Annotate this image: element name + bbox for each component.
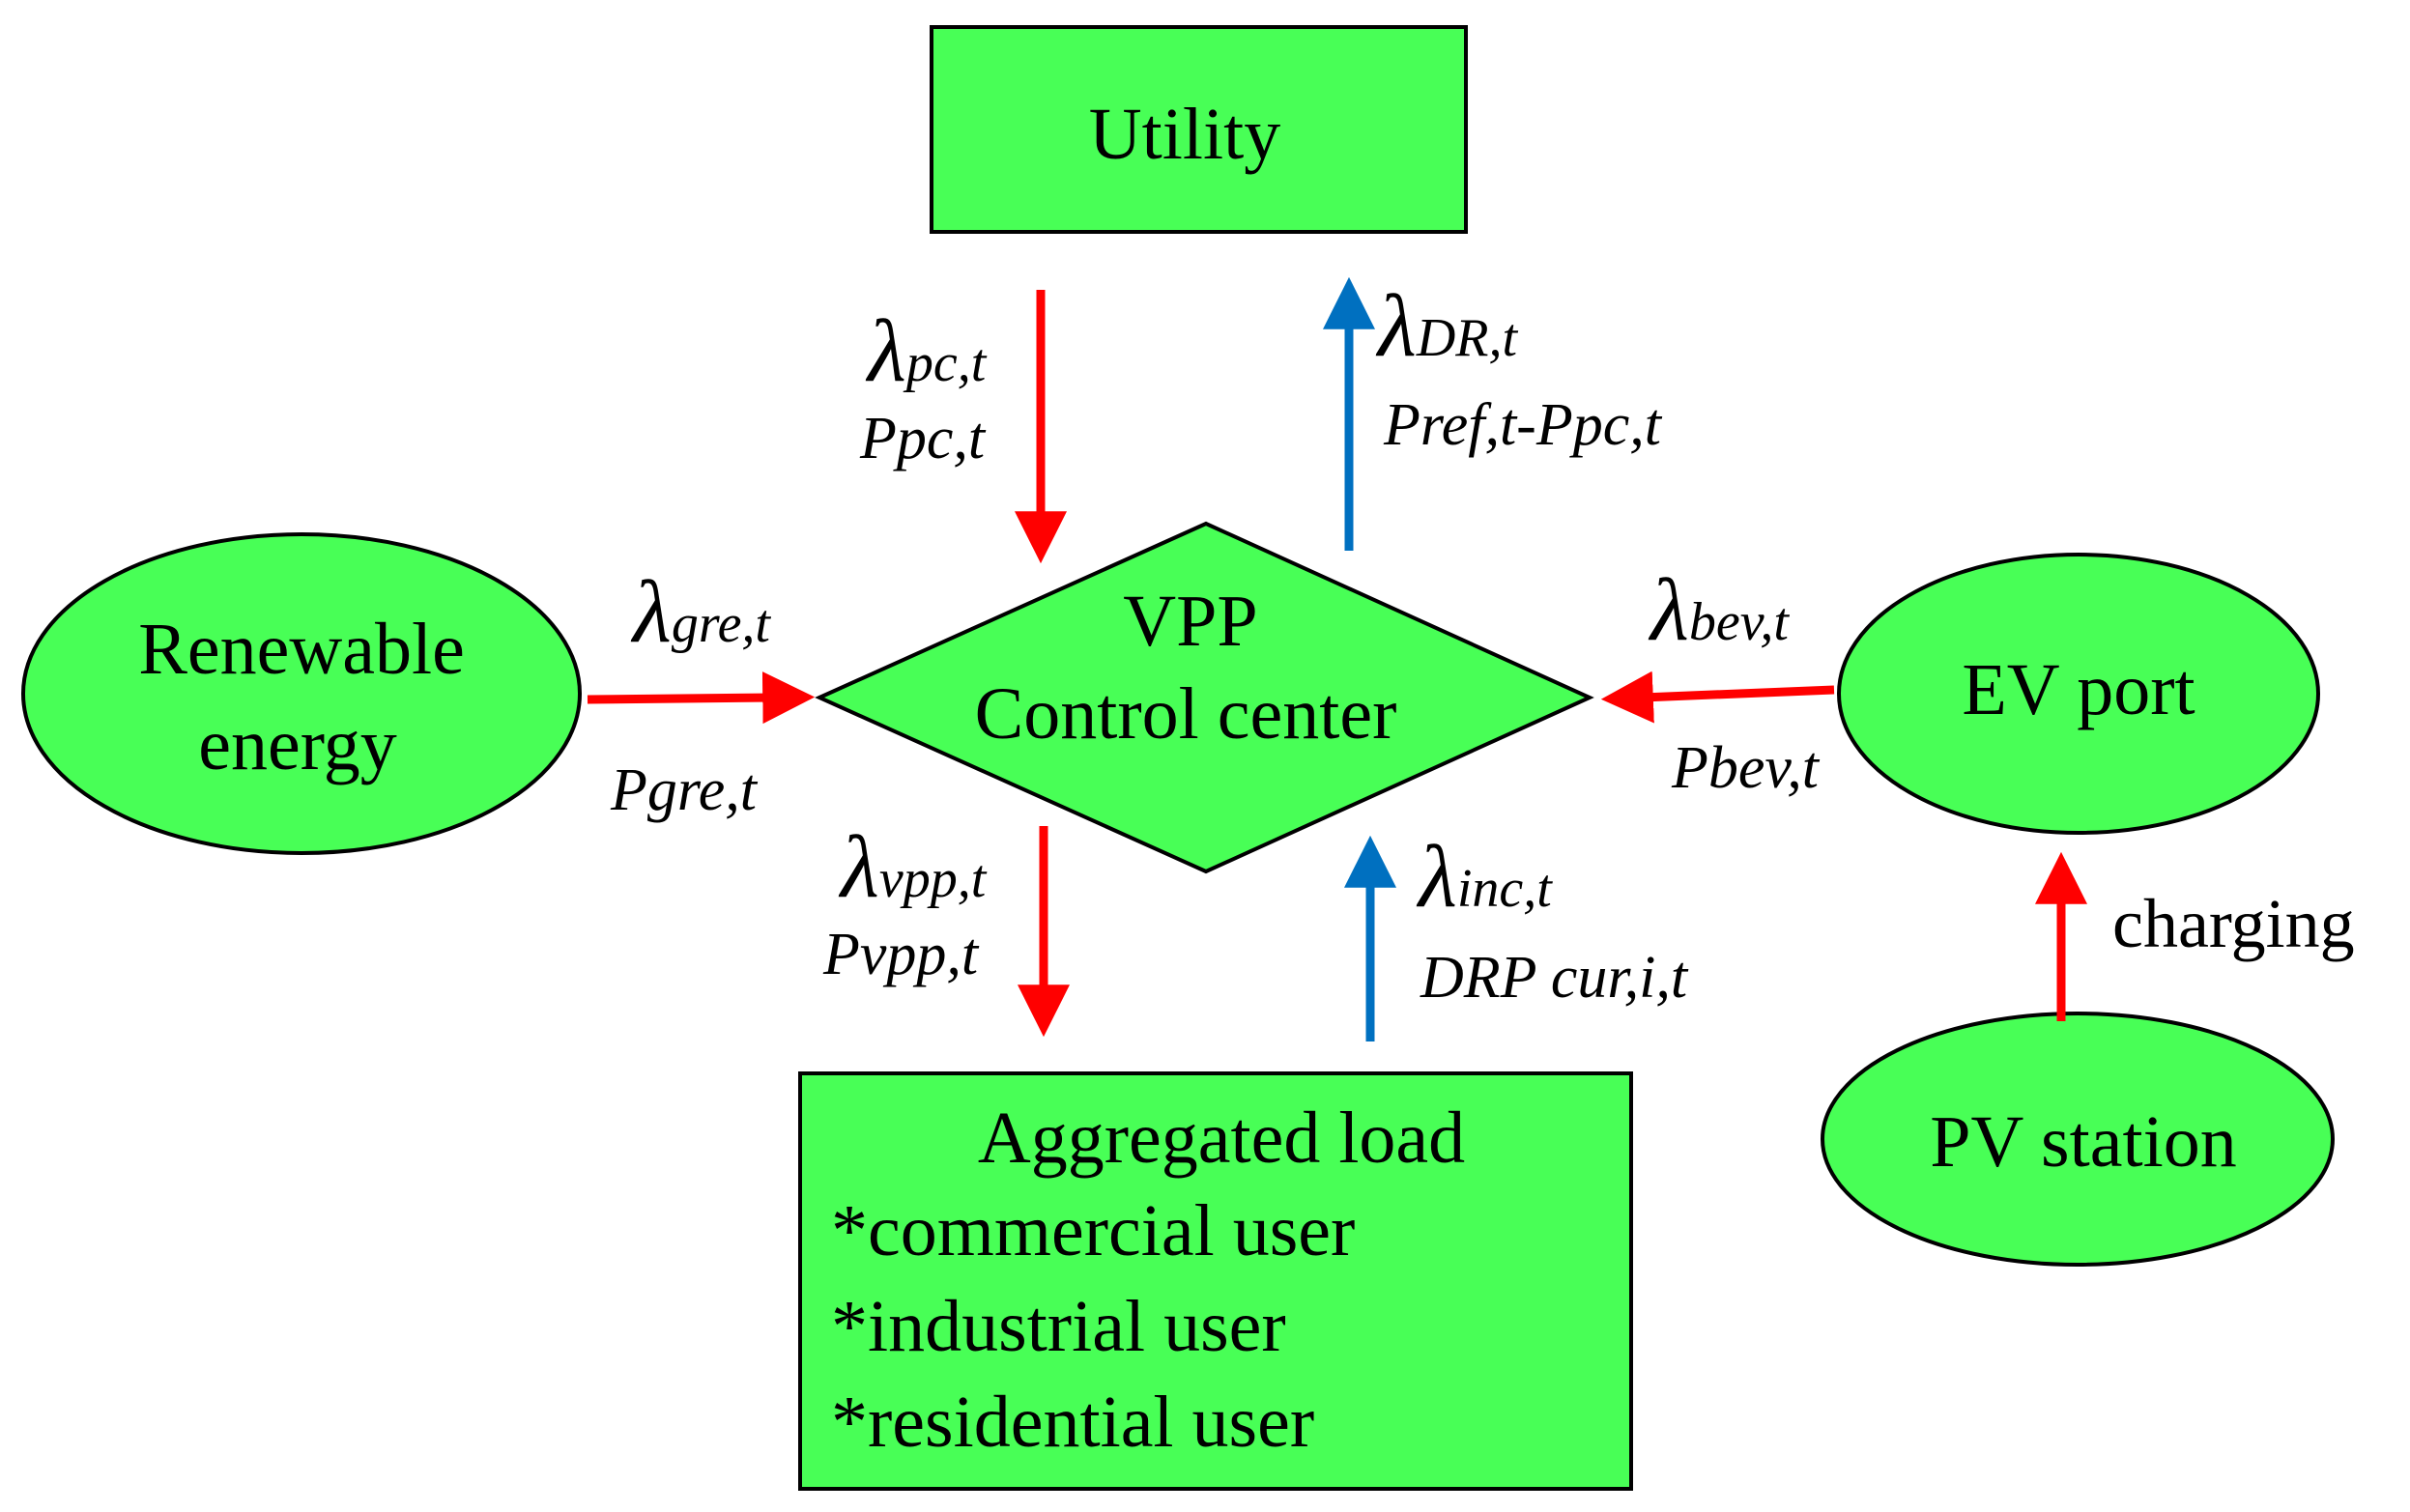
power-drp-label: DRP cur,i,t [1420,945,1689,1011]
power-vpp-label: Pvpp,t [822,922,980,987]
control-center-label: Control center [975,673,1397,755]
label-load-to-vpp: λinc,t DRP cur,i,t [1416,827,1689,1011]
label-renewable-to-vpp: λgre,t Pgre,t [610,562,771,823]
lambda-vpp-label: λvpp,t [838,817,988,916]
lambda-pc-label: λpc,t [865,301,988,400]
utility-label: Utility [1089,94,1280,175]
commercial-user-item: *commercial user [831,1190,1355,1271]
arrow-renewable-to-vpp [587,671,816,725]
vpp-control-center-node: VPP Control center [815,521,1594,874]
power-gre-label: Pgre,t [610,757,759,823]
pv-station-label: PV station [1930,1101,2236,1183]
arrow-ev-to-vpp [1600,670,1835,724]
aggregated-load-node: Aggregated load *commercial user *indust… [798,1071,1633,1491]
renewable-energy-node: Renewable energy [21,532,582,855]
lambda-dr-label: λDR,t [1375,276,1519,375]
label-ev-to-vpp: λbev,t Pbev,t [1648,560,1821,801]
label-vpp-to-utility: λDR,t Pref,t-Ppc,t [1375,276,1663,458]
power-pc-label: Ppc,t [859,406,987,471]
power-bev-label: Pbev,t [1671,735,1821,801]
industrial-user-item: *industrial user [831,1286,1286,1367]
aggregated-load-title: Aggregated load [978,1098,1465,1179]
lambda-bev-label: λbev,t [1648,560,1790,659]
power-ref-label: Pref,t-Ppc,t [1383,392,1663,458]
label-utility-to-vpp: λpc,t Ppc,t [859,301,988,471]
utility-node: Utility [930,25,1468,234]
energy-label: energy [198,704,396,785]
pv-station-node: PV station [1821,1012,2335,1267]
lambda-inc-label: λinc,t [1416,827,1553,926]
lambda-gre-label: λgre,t [630,562,771,661]
ev-port-label: EV port [1962,649,2195,730]
ev-port-node: EV port [1837,553,2320,835]
renewable-label: Renewable [138,609,465,690]
charging-label: charging [2112,885,2355,962]
residential-user-item: *residential user [831,1382,1314,1463]
vpp-label: VPP [1123,581,1257,662]
label-vpp-to-load: λvpp,t Pvpp,t [822,817,988,987]
